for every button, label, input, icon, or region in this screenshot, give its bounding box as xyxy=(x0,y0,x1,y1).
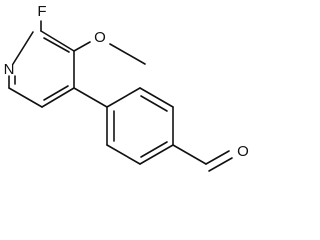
bond-c3-o xyxy=(73,41,91,52)
bond-b2-b3 xyxy=(139,87,174,108)
bond-b1-b2 xyxy=(106,87,141,108)
bond-pyridine-phenyl xyxy=(73,87,108,108)
chemical-structure-diagram: F O N O xyxy=(4,3,249,172)
bond-c5-c6 xyxy=(8,87,43,108)
pyridine-ring xyxy=(8,30,75,108)
ring-nitrogen-label: N xyxy=(4,61,15,78)
bond-b5-b6 xyxy=(106,144,141,165)
methoxy-oxygen-label: O xyxy=(94,29,106,46)
bond-b2-b3-inner xyxy=(140,95,168,112)
bond-c-o-double-1 xyxy=(205,150,230,165)
bond-c2-c3 xyxy=(40,30,75,52)
bond-c4-c5-inner xyxy=(43,85,69,101)
bond-n-c2 xyxy=(12,31,34,65)
fluorine-label: F xyxy=(37,3,46,20)
bond-c2-c3-inner xyxy=(43,37,70,53)
aldehyde-oxygen-label: O xyxy=(237,143,249,160)
bond-b4-b5 xyxy=(139,144,174,165)
fluoro-substituent: F xyxy=(37,3,47,32)
bond-c-o-double-2 xyxy=(208,157,233,172)
bond-o-methyl xyxy=(109,43,146,65)
aldehyde-group: O xyxy=(172,143,249,172)
bond-b4-cho xyxy=(172,144,207,165)
benzene-ring xyxy=(106,87,174,165)
bond-c4-c5 xyxy=(41,87,75,108)
methoxy-substituent: O xyxy=(73,29,146,65)
bond-b4-b5-inner xyxy=(140,141,168,158)
